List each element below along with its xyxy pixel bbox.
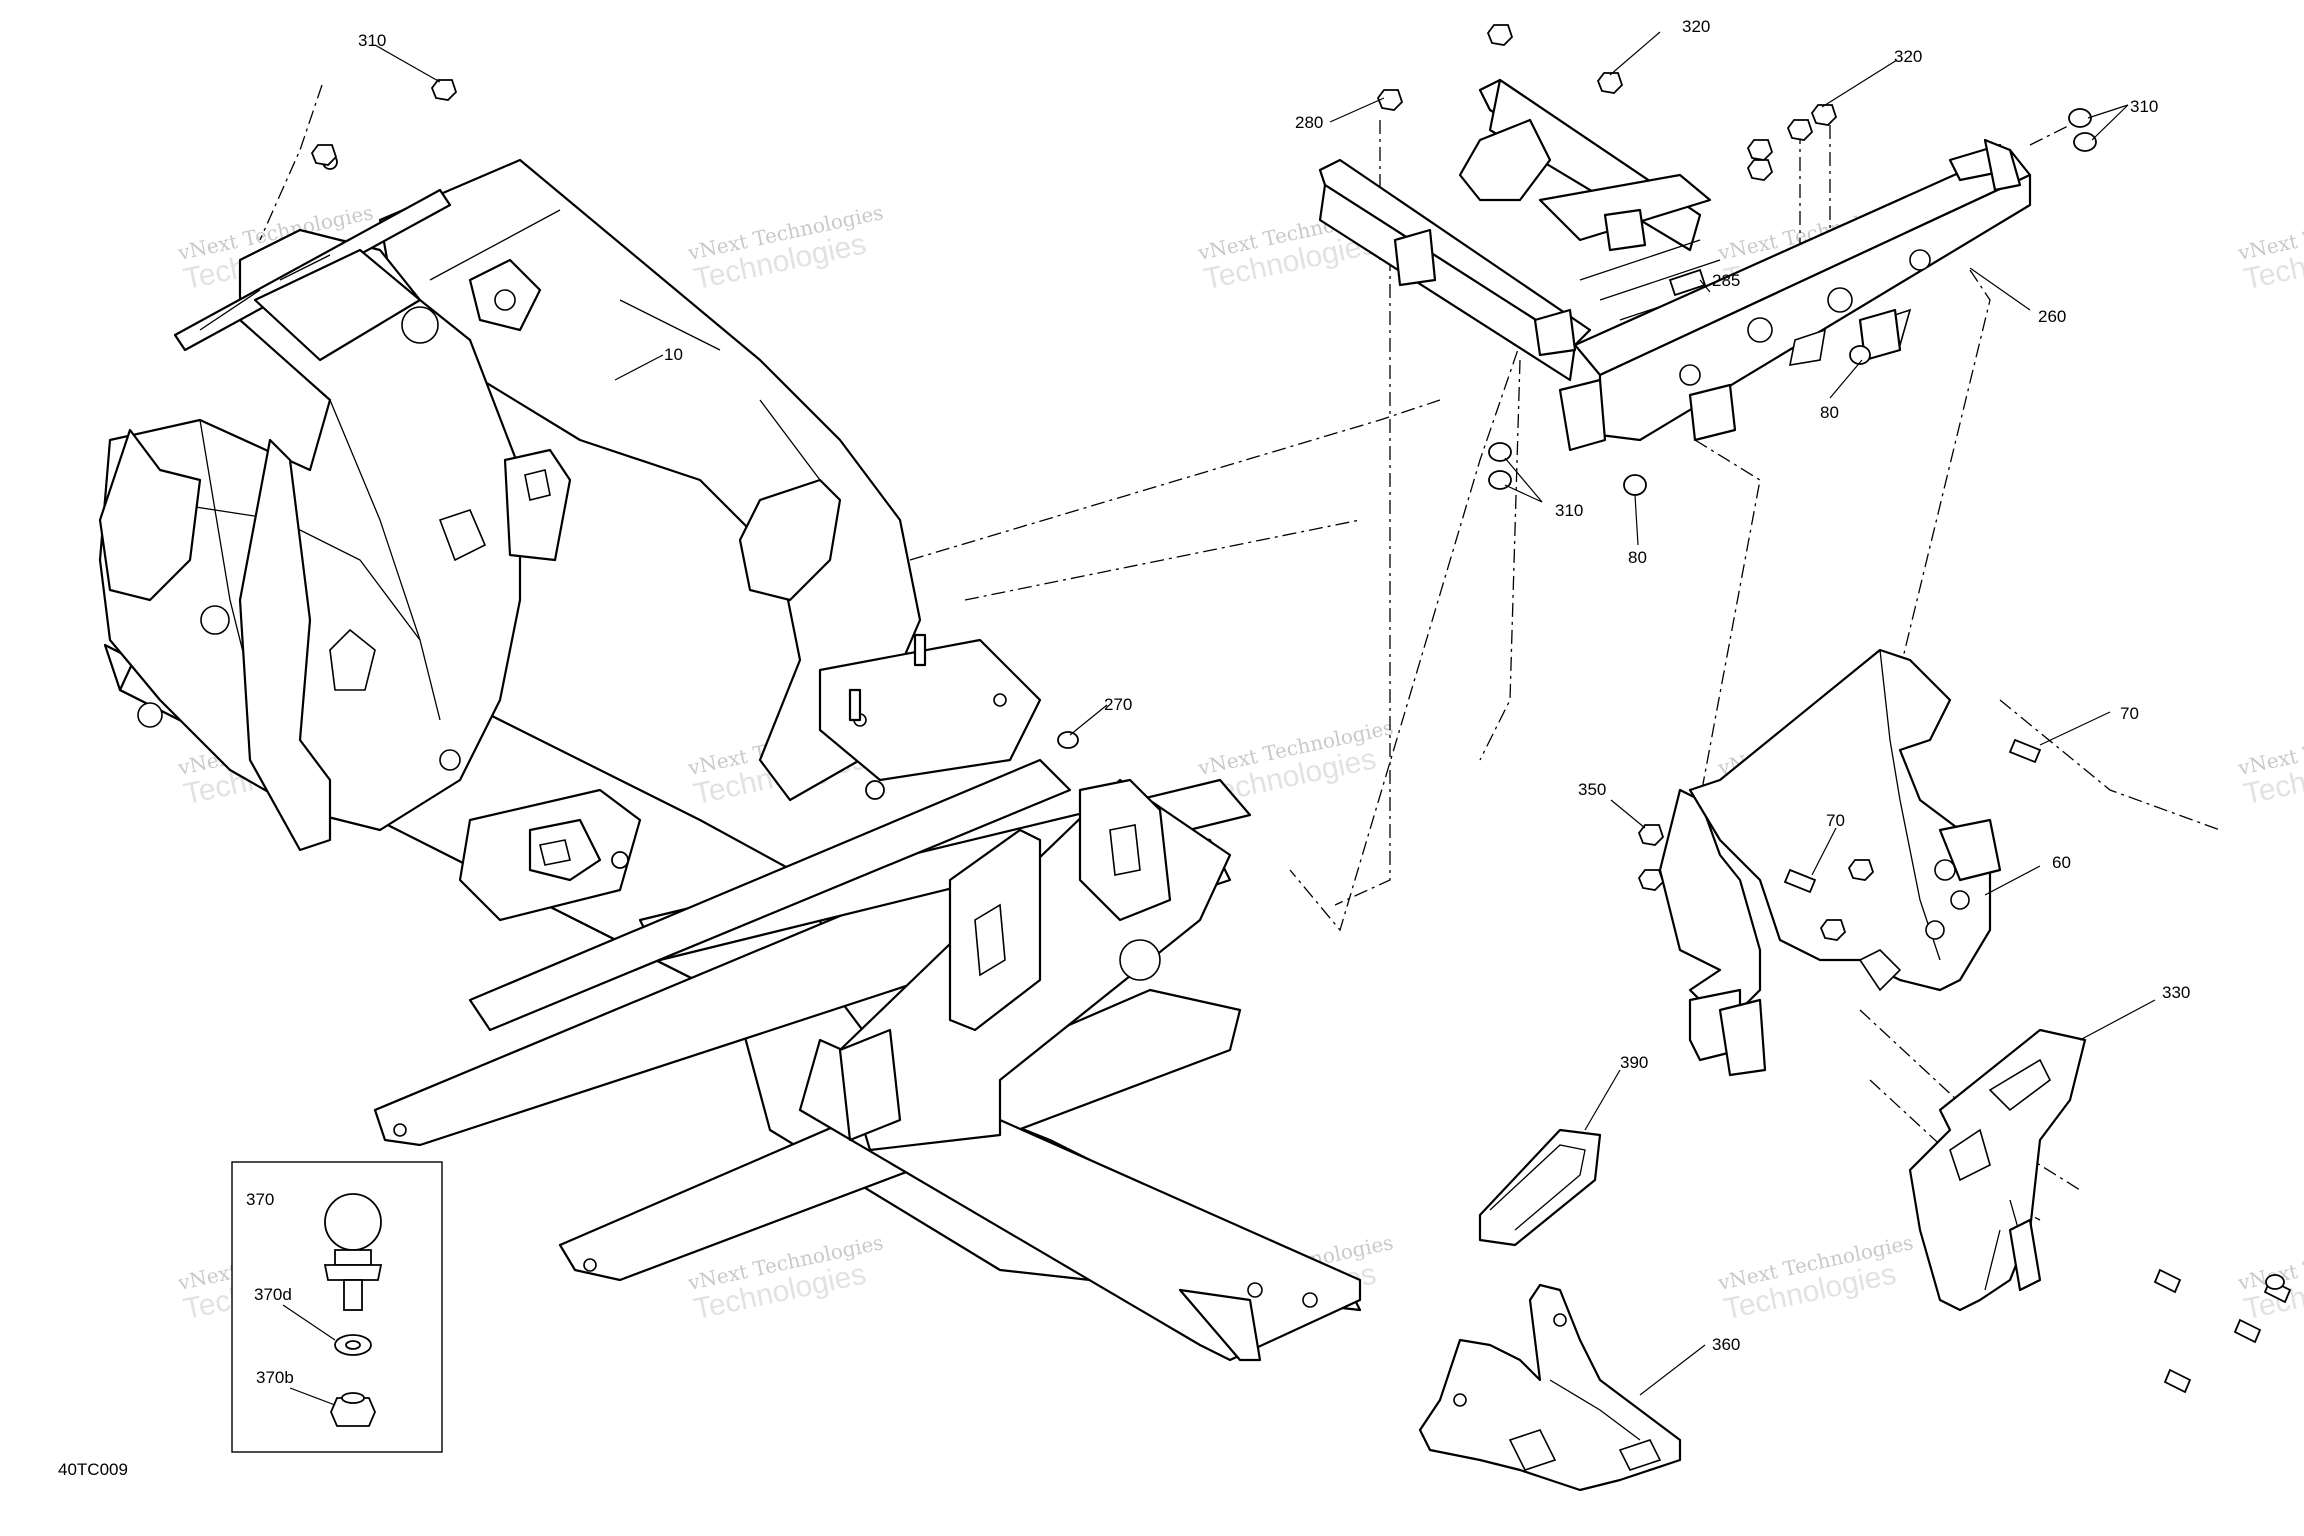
callout-260: 260 (2038, 307, 2066, 326)
callout-80-b: 80 (1628, 548, 1647, 567)
callout-320-a: 320 (1682, 17, 1710, 36)
rear-subframe-260 (1318, 78, 2032, 452)
callout-70-a: 70 (2120, 704, 2139, 723)
tow-ball-inset: 370 370d 370b (231, 1161, 443, 1453)
callout-10: 10 (664, 345, 683, 364)
bracket-60 (1658, 648, 2002, 1077)
plate-390 (1478, 1128, 1602, 1247)
callout-310-top: 310 (358, 31, 386, 50)
callout-60: 60 (2052, 853, 2071, 872)
callout-330: 330 (2162, 983, 2190, 1002)
callout-320-b: 320 (1894, 47, 1922, 66)
bracket-330 (1908, 1028, 2087, 1312)
callout-labels: 310 10 270 280 320 320 310 285 260 80 80… (358, 17, 2190, 1354)
tow-ball (324, 1193, 382, 1251)
callout-80-a: 80 (1820, 403, 1839, 422)
nut-370b (330, 1397, 376, 1427)
callout-350: 350 (1578, 780, 1606, 799)
diagram-code: 40TC009 (58, 1460, 128, 1479)
leader-lines (374, 31, 2156, 1396)
callout-310-right: 310 (2130, 97, 2158, 116)
callout-310-mid: 310 (1555, 501, 1583, 520)
callout-370: 370 (246, 1190, 274, 1209)
callout-280: 280 (1295, 113, 1323, 132)
main-frame-assembly (98, 154, 1362, 1362)
callout-390: 390 (1620, 1053, 1648, 1072)
callout-285: 285 (1712, 271, 1740, 290)
callout-370d: 370d (254, 1285, 292, 1304)
callout-370b: 370b (256, 1368, 294, 1387)
callout-360: 360 (1712, 1335, 1740, 1354)
callout-270: 270 (1104, 695, 1132, 714)
fasteners (310, 24, 2292, 1394)
callout-70-b: 70 (1826, 811, 1845, 830)
bracket-360 (1418, 1283, 1682, 1492)
